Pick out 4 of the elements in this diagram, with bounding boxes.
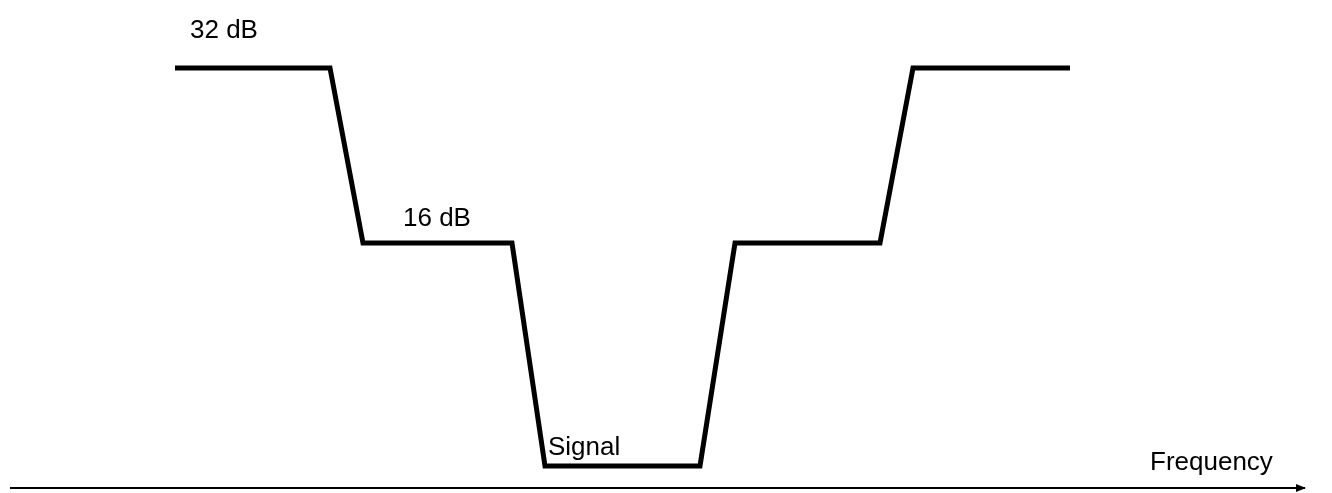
band-label: Signal (548, 431, 621, 461)
level-label: 32 dB (190, 14, 258, 44)
level-label: 16 dB (403, 202, 471, 232)
axis-label: Frequency (1150, 446, 1273, 476)
